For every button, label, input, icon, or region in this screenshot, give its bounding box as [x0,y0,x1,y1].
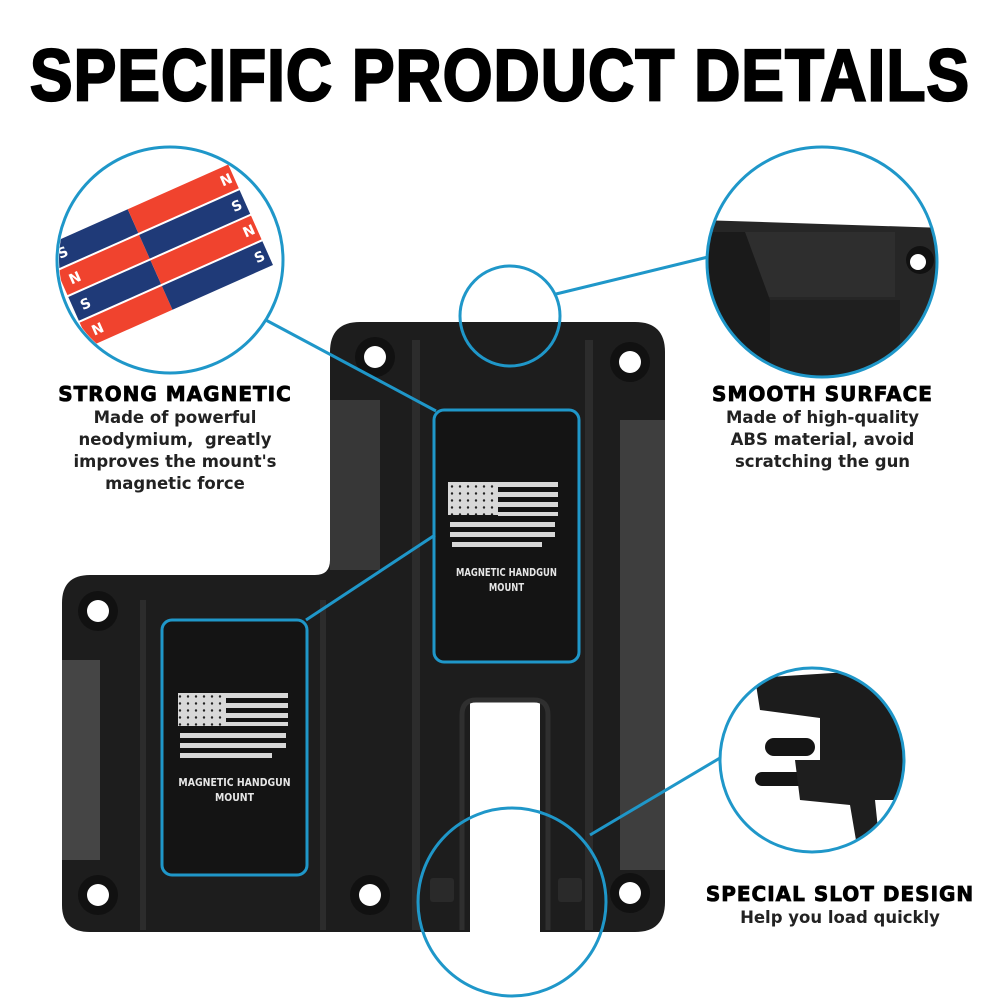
bar-magnets-image: SN NS SN NS [45,145,285,375]
plate-label-line2: MOUNT [214,791,255,804]
feature-desc-line: Help you load quickly [740,908,940,927]
feature-desc-line: Made of high-quality [725,408,919,427]
page-title: SPECIFIC PRODUCT DETAILS [29,33,971,117]
feature-desc-line: scratching the gun [734,452,911,471]
plate-label-line1: MAGNETIC HANDGUN [456,566,557,579]
magnet-plate-upper [432,408,581,664]
handgun-in-mount-image [718,666,906,854]
plate-label-lower: MAGNETIC HANDGUN MOUNT [173,775,296,805]
plate-label-line2: MOUNT [488,581,525,594]
feature-desc-line: Made of powerful [93,408,257,427]
plate-label-line1: MAGNETIC HANDGUN [178,776,291,789]
feature-desc-line: ABS material, avoid [730,430,915,449]
screw-holes [78,337,650,915]
feature-special-slot-design: SPECIAL SLOT DESIGN Help you load quickl… [690,881,990,929]
distressed-us-flag-icon [448,482,558,547]
plate-label-upper: MAGNETIC HANDGUN MOUNT [445,565,568,595]
feature-heading: SPECIAL SLOT DESIGN [705,882,975,907]
feature-desc-line: magnetic force [105,474,245,493]
callout-lines [261,255,726,837]
feature-smooth-surface: SMOOTH SURFACE Made of high-quality ABS … [690,381,955,473]
focus-circle-slot [416,806,608,998]
surface-closeup-image [705,145,939,379]
feature-heading: STRONG MAGNETIC [58,382,292,407]
feature-desc-line: improves the mount's [73,452,277,471]
feature-heading: SMOOTH SURFACE [712,382,933,407]
focus-circle-surface [458,264,562,368]
feature-desc-line: neodymium, greatly [78,430,272,449]
distressed-us-flag-icon [178,693,288,758]
magnet-plate-lower [160,618,309,877]
feature-strong-magnetic: STRONG MAGNETIC Made of powerful neodymi… [40,381,310,495]
